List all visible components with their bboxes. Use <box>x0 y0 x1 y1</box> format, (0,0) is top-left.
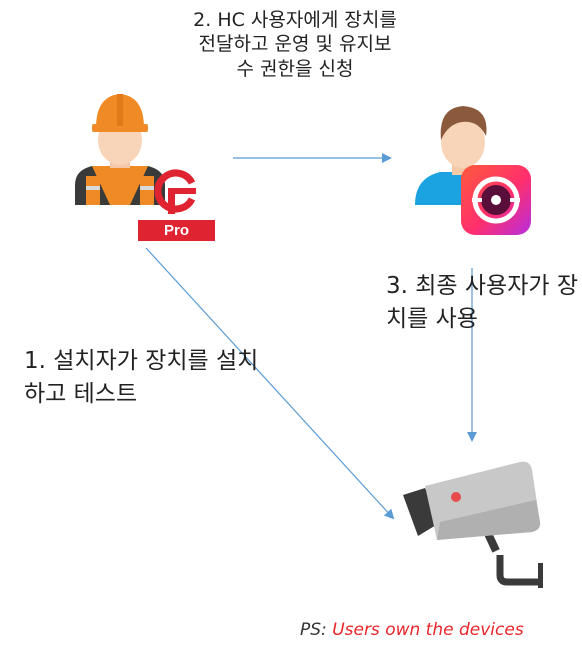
ps-text: Users own the devices <box>332 620 524 640</box>
hc-app-icon <box>461 165 531 235</box>
camera-icon <box>403 461 543 588</box>
step2-label: 2. HC 사용자에게 장치를 전달하고 운영 및 유지보수 권한을 신청 <box>193 9 397 80</box>
step3-label: 3. 최종 사용자가 장치를 사용 <box>386 273 578 333</box>
ps-note: PS: Users own the devices <box>300 620 524 640</box>
arrow-installer-to-camera <box>145 247 395 520</box>
ps-prefix: PS: <box>300 620 327 640</box>
hc-pro-logo-icon <box>154 169 196 214</box>
step1-label: 1. 설치자가 장치를 설치하고 테스트 <box>24 348 259 408</box>
pro-badge: Pro <box>138 220 215 241</box>
installer-icon <box>75 94 165 205</box>
